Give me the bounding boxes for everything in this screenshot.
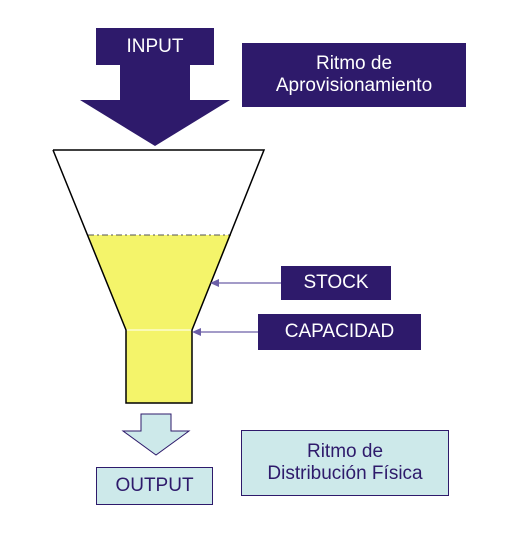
funnel-outline — [52, 149, 266, 404]
output-label: OUTPUT — [115, 475, 194, 497]
capacidad-label-box: CAPACIDAD — [258, 314, 421, 350]
stock-pointer-head — [210, 279, 219, 287]
ritmo-aprovisionamiento-line2: Aprovisionamiento — [275, 75, 433, 96]
stock-fill-spout — [126, 330, 192, 403]
output-arrow-icon — [121, 413, 191, 456]
ritmo-distribucion-line2: Distribución Física — [267, 463, 423, 484]
ritmo-distribucion-box: Ritmo de Distribución Física — [241, 430, 449, 496]
output-label-box: OUTPUT — [96, 467, 213, 505]
ritmo-aprovisionamiento-line1: Ritmo de — [315, 53, 393, 75]
ritmo-aprovisionamiento-box: Ritmo de Aprovisionamiento — [242, 43, 466, 107]
ritmo-distribucion-line1: Ritmo de — [306, 441, 384, 463]
stock-label-box: STOCK — [281, 266, 391, 300]
input-label: INPUT — [126, 35, 184, 57]
capacidad-pointer-head — [192, 328, 201, 336]
stock-label: STOCK — [303, 272, 369, 294]
input-arrow-icon — [80, 65, 230, 146]
capacidad-label: CAPACIDAD — [284, 321, 395, 343]
stock-fill-cone — [88, 235, 231, 330]
input-label-box: INPUT — [96, 28, 214, 65]
